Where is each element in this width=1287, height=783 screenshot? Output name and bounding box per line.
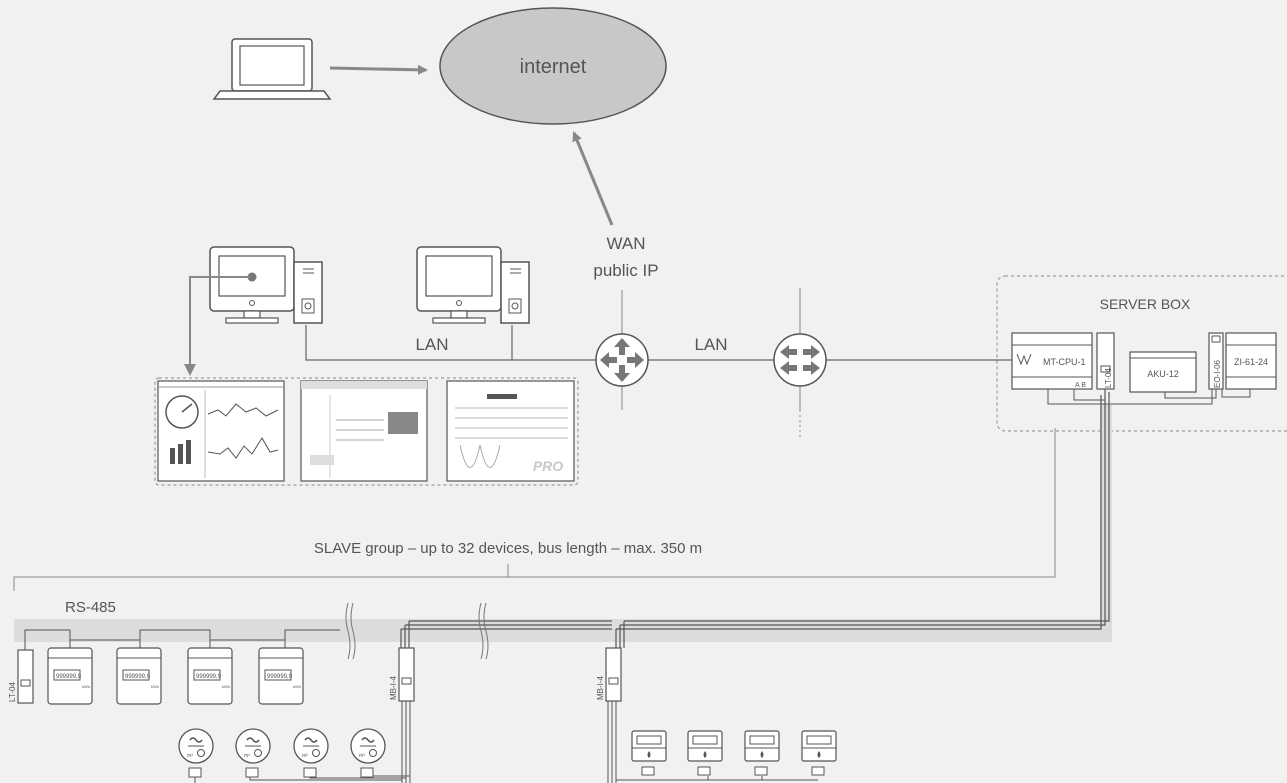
- gas-meter-icon: [744, 730, 780, 776]
- energy-meter-icon: 999999,9 kWh: [187, 647, 233, 705]
- rs485-bus: RS-485: [14, 389, 1112, 660]
- cpu-terminal-label: A B: [1075, 382, 1086, 389]
- gas-meter-icon: [631, 730, 667, 776]
- meter-unit: kWh: [293, 684, 301, 689]
- water-meter-unit: m³: [244, 753, 250, 759]
- cpu-label: MT-CPU-1: [1043, 357, 1086, 367]
- meter-display: 999999,9: [125, 674, 151, 680]
- energy-meter-icon: 999999,9 kWh: [258, 647, 304, 705]
- desktop-to-screens-arrow: [189, 276, 250, 364]
- mb-i4-module: MB-I-4: [596, 621, 625, 702]
- meter-unit: kWh: [82, 684, 90, 689]
- water-meter-icon: m³: [350, 728, 386, 778]
- water-meter-unit: m³: [187, 753, 193, 759]
- configuration-screen: [300, 380, 428, 482]
- lan-line-left: [305, 325, 596, 361]
- public-ip-label: public IP: [593, 261, 658, 280]
- eo-label: EO-I-06: [1213, 359, 1222, 388]
- water-meter-icon: m³: [178, 728, 214, 778]
- wan-label: WAN: [606, 234, 645, 253]
- lan-label-right: LAN: [694, 335, 727, 354]
- server-box-title: SERVER BOX: [1100, 296, 1191, 312]
- server-box: SERVER BOX MT-CPU-1 A B LT-04 AKU-12 EO-…: [996, 275, 1287, 432]
- desktop-computer-icon: [209, 246, 323, 324]
- zi-label: ZI-61-24: [1234, 357, 1268, 367]
- internet-label: internet: [520, 56, 587, 78]
- meter-display: 999999,9: [56, 674, 82, 680]
- water-meter-unit: m³: [359, 753, 365, 759]
- pro-badge: PRO: [533, 458, 563, 474]
- energy-meter-icon: 999999,9 kWh: [116, 647, 162, 705]
- router-to-internet-arrow: [572, 131, 614, 226]
- desktop-computer-icon: [416, 246, 530, 324]
- gas-meter-icon: [687, 730, 723, 776]
- zi-module: [1225, 332, 1277, 390]
- switch-icon: [773, 333, 827, 387]
- aku-module: [1129, 351, 1197, 393]
- gas-meter-icon: [801, 730, 837, 776]
- cpu-module: [1011, 332, 1093, 390]
- meter-unit: kWh: [222, 684, 230, 689]
- meter-display: 999999,9: [196, 674, 222, 680]
- meter-unit: kWh: [151, 684, 159, 689]
- gas-meter-wiring: [607, 701, 818, 783]
- laptop-icon: [212, 38, 332, 100]
- rs485-label: RS-485: [65, 599, 116, 616]
- lt04-label: LT-04: [1104, 368, 1113, 388]
- bus-terminator-label: LT-04: [8, 682, 17, 702]
- software-screens-group: PRO: [154, 377, 579, 486]
- lan-label-left: LAN: [415, 335, 448, 354]
- mb-i4-label: MB-I-4: [596, 675, 605, 700]
- internet-cloud: internet: [439, 7, 667, 125]
- slave-group-bracket: SLAVE group – up to 32 devices, bus leng…: [13, 428, 1056, 591]
- aku-label: AKU-12: [1147, 369, 1179, 379]
- laptop-to-internet-arrow: [329, 64, 428, 75]
- energy-meter-icon: 999999,9 kWh: [47, 647, 93, 705]
- slave-group-caption: SLAVE group – up to 32 devices, bus leng…: [314, 540, 702, 557]
- water-meter-unit: m³: [302, 753, 308, 759]
- water-meter-icon: m³: [235, 728, 271, 778]
- router-icon: [595, 333, 649, 387]
- water-meter-wiring: [194, 701, 411, 783]
- dashboard-screen: [157, 380, 285, 482]
- pro-screen: PRO: [446, 380, 575, 482]
- bus-terminator: LT-04: [8, 649, 34, 704]
- mb-i4-label: MB-I-4: [389, 675, 398, 700]
- water-meter-icon: m³: [293, 728, 329, 778]
- meter-display: 999999,9: [267, 674, 293, 680]
